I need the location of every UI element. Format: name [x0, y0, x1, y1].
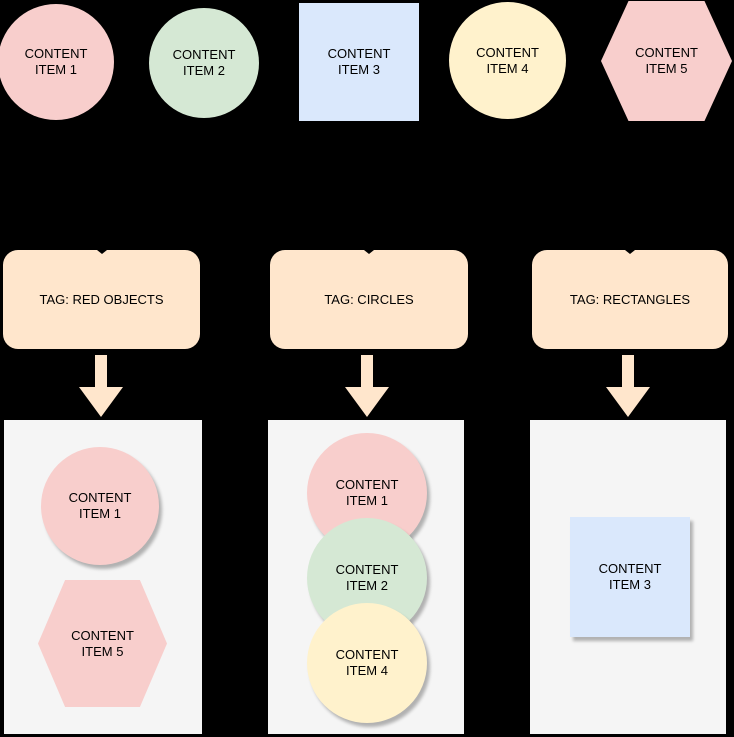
- grouped-content-item-1-label: CONTENT ITEM 1: [335, 477, 399, 508]
- group-rectangles: CONTENT ITEM 3: [530, 420, 726, 734]
- group-circles: CONTENT ITEM 1 CONTENT ITEM 2 CONTENT IT…: [268, 420, 464, 734]
- tag-red-objects-label: TAG: RED OBJECTS: [39, 291, 164, 307]
- content-item-4-label: CONTENT ITEM 4: [476, 44, 539, 76]
- content-item-5: CONTENT ITEM 5: [601, 1, 732, 121]
- down-arrow-icon: [79, 355, 123, 417]
- tag-rectangles-label: TAG: RECTANGLES: [569, 291, 691, 307]
- tag-circles-label: TAG: CIRCLES: [324, 291, 414, 307]
- grouped-content-item-1: CONTENT ITEM 1: [41, 447, 159, 565]
- grouped-content-item-4-label: CONTENT ITEM 4: [335, 647, 399, 678]
- connector-arrowhead-icon: [96, 250, 107, 254]
- grouped-content-item-3-label: CONTENT ITEM 3: [598, 561, 662, 592]
- connector-arrowhead-icon: [625, 250, 635, 254]
- tag-circles: TAG: CIRCLES: [270, 250, 468, 349]
- down-arrow-icon: [345, 355, 389, 417]
- content-item-2-label: CONTENT ITEM 2: [172, 47, 236, 78]
- content-item-1: CONTENT ITEM 1: [0, 4, 114, 120]
- grouped-content-item-5: CONTENT ITEM 5: [38, 580, 167, 707]
- content-item-2: CONTENT ITEM 2: [149, 8, 259, 118]
- grouped-content-item-5-label: CONTENT ITEM 5: [71, 627, 134, 659]
- grouped-content-item-2-label: CONTENT ITEM 2: [335, 562, 399, 593]
- content-item-3-label: CONTENT ITEM 3: [327, 46, 391, 77]
- down-arrow-icon: [606, 355, 650, 417]
- content-item-4: CONTENT ITEM 4: [449, 2, 566, 119]
- grouped-content-item-4: CONTENT ITEM 4: [307, 603, 427, 723]
- tag-rectangles: TAG: RECTANGLES: [532, 250, 728, 349]
- content-item-3: CONTENT ITEM 3: [299, 3, 419, 121]
- group-red-objects: CONTENT ITEM 1 CONTENT ITEM 5: [4, 420, 202, 734]
- tag-red-objects: TAG: RED OBJECTS: [3, 250, 200, 349]
- content-item-5-label: CONTENT ITEM 5: [635, 45, 698, 76]
- content-item-1-label: CONTENT ITEM 1: [24, 46, 88, 77]
- connector-arrowhead-icon: [364, 250, 374, 254]
- grouped-content-item-1-label: CONTENT ITEM 1: [68, 490, 132, 521]
- grouped-content-item-3: CONTENT ITEM 3: [570, 517, 690, 637]
